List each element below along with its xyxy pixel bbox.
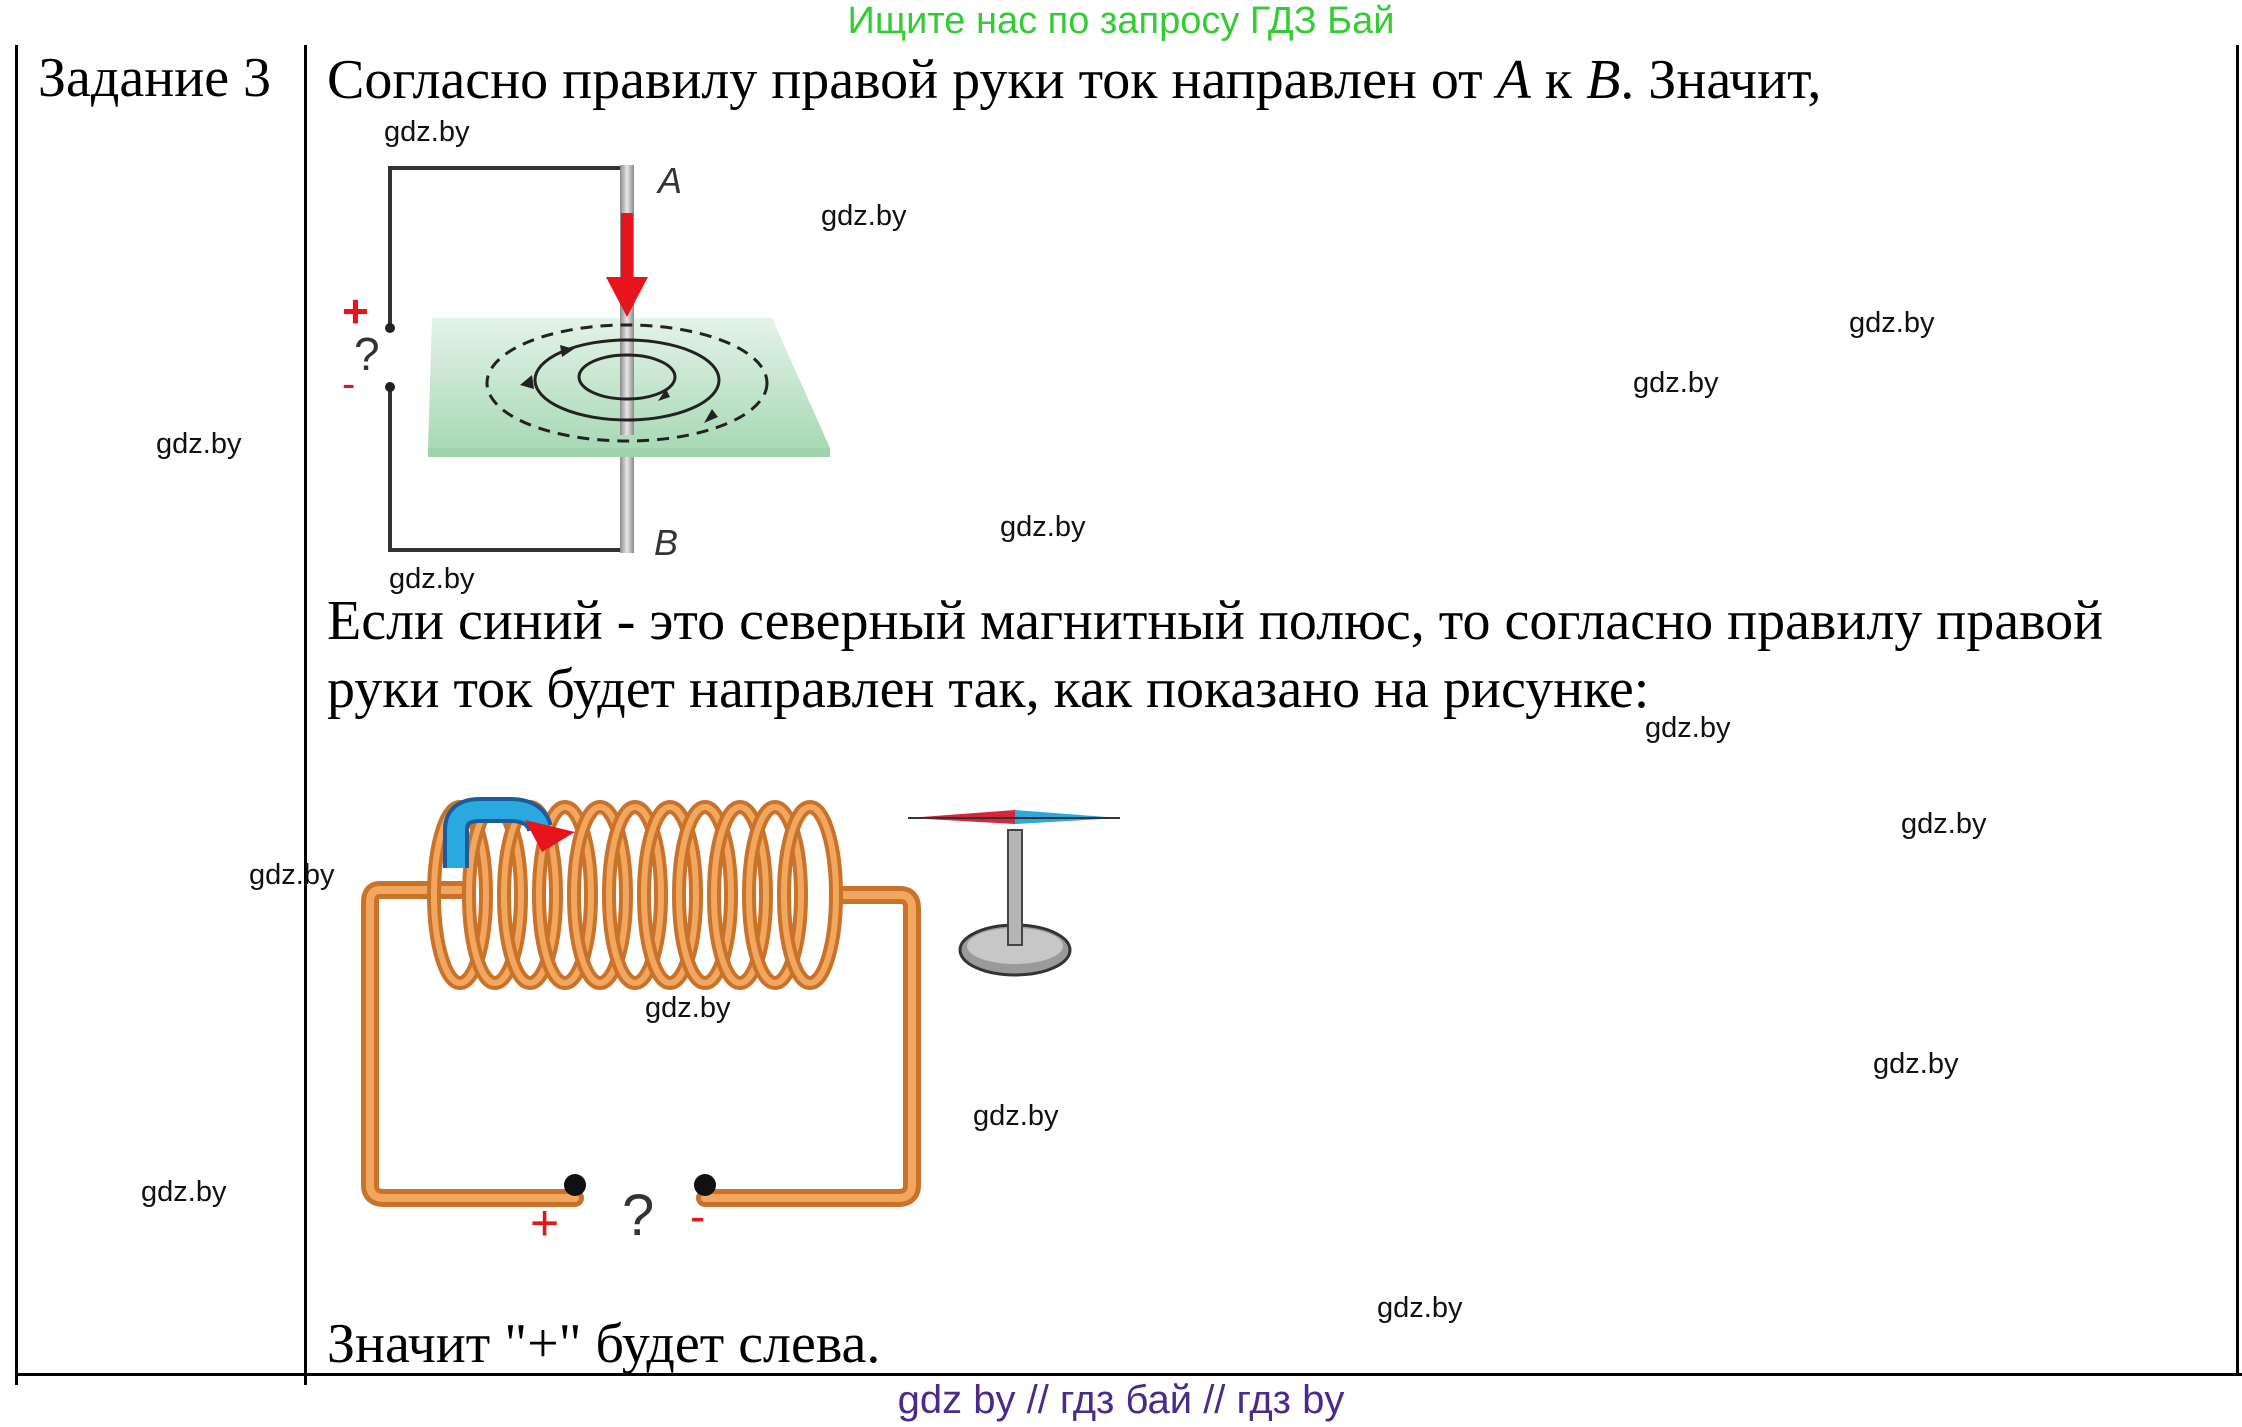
coil-sign-plus: +: [530, 1195, 559, 1250]
right-border: [2236, 45, 2239, 1375]
coil-sign-minus: -: [690, 1190, 705, 1242]
watermark: gdz.by: [973, 1100, 1059, 1132]
p1-text-before: Согласно правилу правой руки ток направл…: [327, 49, 1497, 111]
circuit-wire-bottom: [388, 387, 626, 552]
field-arrowhead-4: [704, 409, 718, 423]
watermark: gdz.by: [1377, 1292, 1463, 1324]
field-arrowhead-1: [560, 345, 574, 357]
watermark: gdz.by: [1873, 1048, 1959, 1080]
sign-minus: -: [342, 362, 355, 406]
left-border: [15, 45, 18, 1385]
watermark: gdz.by: [1645, 712, 1731, 744]
p1-text-after: . Значит,: [1620, 49, 1822, 111]
coil-sign-question: ?: [622, 1183, 654, 1248]
terminal-minus: [385, 382, 395, 392]
current-arrow-head: [606, 277, 648, 317]
watermark: gdz.by: [1849, 307, 1935, 339]
current-arrow-shaft: [621, 213, 633, 283]
circuit-wire-right: [696, 886, 921, 1207]
current-direction-arrowhead: [525, 820, 575, 852]
p1-point-a: A: [1496, 49, 1531, 111]
label-a: A: [656, 160, 682, 201]
column-divider: [304, 45, 307, 1385]
top-banner[interactable]: Ищите нас по запросу ГДЗ Бай: [847, 0, 1395, 42]
watermark: gdz.by: [645, 992, 731, 1024]
task-label: Задание 3: [38, 47, 272, 109]
p1-text-middle: к: [1530, 49, 1587, 111]
paragraph-1: Согласно правилу правой руки ток направл…: [327, 46, 1821, 114]
label-b: B: [654, 522, 678, 563]
field-line-1: [577, 353, 677, 401]
figure-solenoid: + ? -: [361, 797, 1120, 1250]
circuit-wire-right-highlight: [701, 891, 916, 1202]
watermark: gdz.by: [821, 200, 907, 232]
watermark: gdz.by: [156, 428, 242, 460]
sign-question: ?: [354, 328, 380, 380]
watermark: gdz.by: [1633, 367, 1719, 399]
paragraph-2-line-2: руки ток будет направлен так, как показа…: [327, 658, 1650, 720]
footer-links[interactable]: gdz by // гдз бай // гдз by: [897, 1378, 1345, 1422]
sign-plus: +: [342, 285, 369, 337]
p1-point-b: B: [1586, 49, 1621, 111]
conclusion: Значит "+" будет слева.: [327, 1313, 881, 1375]
terminal-left: [564, 1174, 586, 1196]
terminal-right: [694, 1174, 716, 1196]
watermark: gdz.by: [389, 563, 475, 595]
field-line-2: [533, 338, 721, 422]
solenoid-coil: [427, 800, 843, 990]
terminal-plus: [385, 323, 395, 333]
paragraph-2-line-1: Если синий - это северный магнитный полю…: [327, 590, 2104, 652]
watermark: gdz.by: [384, 116, 470, 148]
watermark: gdz.by: [1000, 511, 1086, 543]
watermark: gdz.by: [249, 859, 335, 891]
field-arrowhead-3: [658, 389, 670, 401]
field-arrowhead-2: [520, 375, 534, 389]
plate-edge: [428, 448, 830, 457]
watermark: gdz.by: [1901, 808, 1987, 840]
watermark: gdz.by: [141, 1176, 227, 1208]
current-direction-arrow: [447, 801, 549, 868]
bottom-border: [15, 1373, 2242, 1376]
compass-post: [1007, 829, 1023, 946]
figure-straight-wire: A B + ? -: [342, 160, 830, 563]
field-line-3: [485, 323, 769, 443]
circuit-wire-left-highlight: [366, 886, 579, 1202]
circuit-wire-top: [388, 166, 626, 328]
rod-lower: [620, 435, 634, 553]
